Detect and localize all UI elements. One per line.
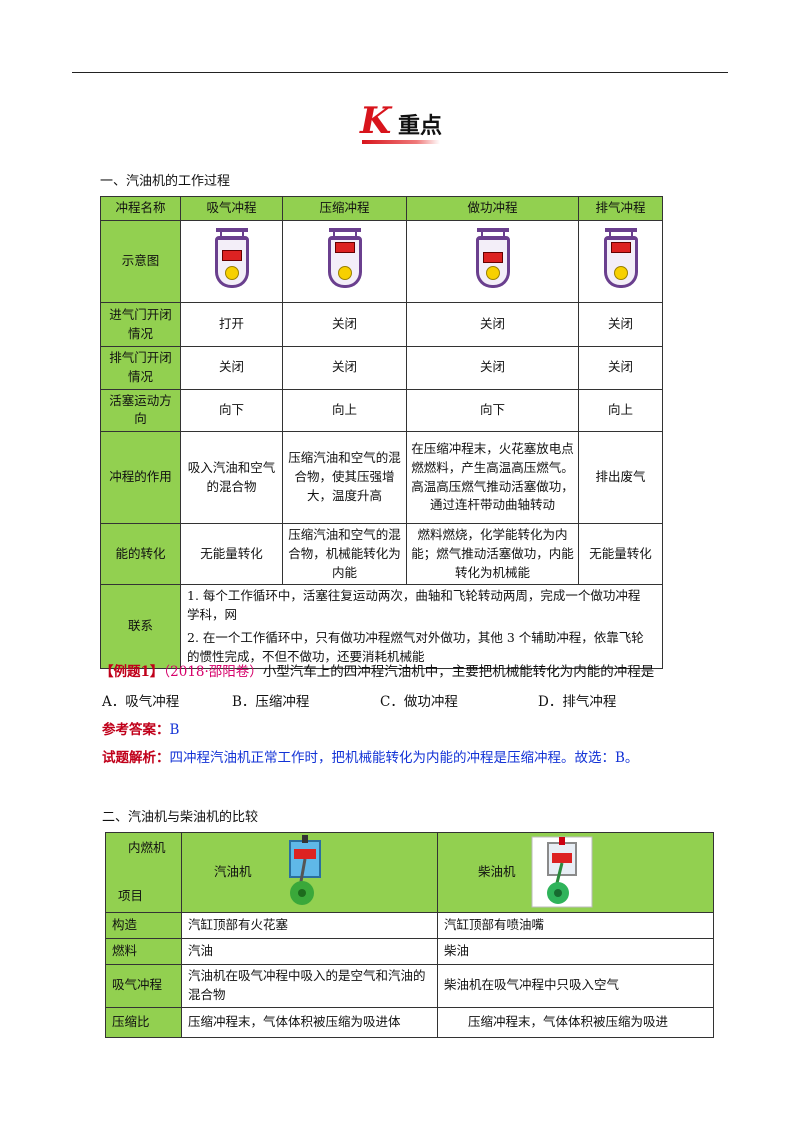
power-stroke-diagram bbox=[406, 220, 579, 303]
header-cell: 压缩冲程 bbox=[282, 196, 407, 221]
table-cell: 关闭 bbox=[578, 346, 663, 390]
table-header-row: 冲程名称 吸气冲程 压缩冲程 做功冲程 排气冲程 bbox=[100, 196, 663, 221]
header-cell: 冲程名称 bbox=[100, 196, 181, 221]
diesel-engine-icon bbox=[531, 836, 593, 908]
relation-text-1: 1. 每个工作循环中，活塞往复运动两次，曲轴和飞轮转动两周，完成一个做功冲程 学… bbox=[187, 588, 641, 622]
table-row: 吸气冲程 汽油机在吸气冲程中吸入的是空气和汽油的混合物 柴油机在吸气冲程中只吸入… bbox=[105, 964, 714, 1008]
table-row: 构造 汽缸顶部有火花塞 汽缸顶部有喷油嘴 bbox=[105, 912, 714, 939]
table-cell: 向下 bbox=[180, 388, 283, 432]
table-cell: 关闭 bbox=[578, 302, 663, 347]
table-cell: 无能量转化 bbox=[180, 522, 283, 586]
header-cell: 排气冲程 bbox=[578, 196, 663, 221]
table-row: 燃料 汽油 柴油 bbox=[105, 938, 714, 965]
top-rule bbox=[72, 72, 728, 73]
example-tag: 【例题1】 bbox=[100, 664, 164, 680]
table-cell: 关闭 bbox=[406, 346, 579, 390]
example-source: （2018·邵阳卷） bbox=[163, 664, 263, 680]
row-label: 构造 bbox=[105, 912, 182, 939]
intake-stroke-diagram bbox=[180, 220, 283, 303]
table-cell: 压缩汽油和空气的混合物，使其压强增大，温度升高 bbox=[282, 431, 407, 524]
row-label: 示意图 bbox=[100, 220, 181, 303]
gasoline-engine-icon bbox=[289, 835, 321, 905]
compression-stroke-diagram bbox=[282, 220, 407, 303]
option-b: B．压缩冲程 bbox=[232, 694, 310, 710]
row-label: 吸气冲程 bbox=[105, 964, 182, 1008]
corner-bottom-label: 项目 bbox=[118, 888, 144, 903]
table-cell: 吸入汽油和空气的混合物 bbox=[180, 431, 283, 524]
row-label: 进气门开闭情况 bbox=[100, 302, 181, 347]
diagram-row: 示意图 bbox=[100, 220, 663, 303]
table-cell: 压缩汽油和空气的混合物，机械能转化为内能 bbox=[282, 522, 407, 586]
key-points-heading: K 重点 bbox=[360, 100, 480, 150]
answer-value: B bbox=[169, 722, 180, 738]
analysis-text: 四冲程汽油机正常工作时，把机械能转化为内能的冲程是压缩冲程。故选：B。 bbox=[169, 750, 639, 766]
corner-top-label: 内燃机 bbox=[128, 840, 166, 855]
row-label: 联系 bbox=[100, 584, 181, 670]
answer-line: 参考答案：B bbox=[102, 718, 179, 738]
table-row: 能的转化 无能量转化 压缩汽油和空气的混合物，机械能转化为内能 燃料燃烧，化学能… bbox=[100, 522, 663, 586]
example-question-text: 小型汽车上的四冲程汽油机中，主要把机械能转化为内能的冲程是 bbox=[262, 664, 655, 680]
heading-text: 重点 bbox=[398, 114, 443, 139]
table-cell: 关闭 bbox=[282, 302, 407, 347]
table-cell: 压缩冲程末，气体体积被压缩为吸进 bbox=[437, 1006, 714, 1038]
option-c: C．做功冲程 bbox=[380, 694, 458, 710]
diesel-engine-header: 柴油机 bbox=[437, 832, 714, 913]
table-cell: 燃料燃烧，化学能转化为内能；燃气推动活塞做功，内能转化为机械能 bbox=[406, 522, 579, 586]
table-cell: 汽缸顶部有火花塞 bbox=[181, 912, 438, 939]
relation-cell: 1. 每个工作循环中，活塞往复运动两次，曲轴和飞轮转动两周，完成一个做功冲程 学… bbox=[180, 584, 663, 670]
analysis-line: 试题解析：四冲程汽油机正常工作时，把机械能转化为内能的冲程是压缩冲程。故选：B。 bbox=[102, 746, 638, 766]
header-cell: 做功冲程 bbox=[406, 196, 579, 221]
table-cell: 柴油 bbox=[437, 938, 714, 965]
relation-text-2: 2. 在一个工作循环中，只有做功冲程燃气对外做功，其他 3 个辅助冲程，依靠飞轮… bbox=[187, 629, 644, 664]
gasoline-engine-header: 汽油机 bbox=[181, 832, 438, 913]
table-row: 进气门开闭情况 打开 关闭 关闭 关闭 bbox=[100, 302, 663, 347]
option-d: D．排气冲程 bbox=[538, 694, 617, 710]
corner-cell: 内燃机 项目 bbox=[105, 832, 182, 913]
row-label: 活塞运动方向 bbox=[100, 388, 181, 432]
table-row: 排气门开闭情况 关闭 关闭 关闭 关闭 bbox=[100, 346, 663, 390]
table-cell: 向上 bbox=[578, 388, 663, 432]
table-row: 压缩比 压缩冲程末，气体体积被压缩为吸进体 压缩冲程末，气体体积被压缩为吸进 bbox=[105, 1006, 714, 1038]
comparison-header-row: 内燃机 项目 汽油机 柴油机 bbox=[105, 832, 714, 913]
table-cell: 关闭 bbox=[282, 346, 407, 390]
table-cell: 在压缩冲程末，火花塞放电点燃燃料，产生高温高压燃气。高温高压燃气推动活塞做功，通… bbox=[406, 431, 579, 524]
row-label: 燃料 bbox=[105, 938, 182, 965]
analysis-label: 试题解析： bbox=[102, 750, 170, 766]
gasoline-engine-process-table: 冲程名称 吸气冲程 压缩冲程 做功冲程 排气冲程 示意图 进气门开闭情况 打开 … bbox=[100, 196, 663, 670]
table-cell: 汽油机在吸气冲程中吸入的是空气和汽油的混合物 bbox=[181, 964, 438, 1008]
exhaust-stroke-diagram bbox=[578, 220, 663, 303]
example-question: 【例题1】（2018·邵阳卷）小型汽车上的四冲程汽油机中，主要把机械能转化为内能… bbox=[100, 660, 654, 680]
row-label: 能的转化 bbox=[100, 522, 181, 586]
heading-letter: K bbox=[360, 100, 392, 142]
row-label: 冲程的作用 bbox=[100, 431, 181, 524]
table-cell: 汽油 bbox=[181, 938, 438, 965]
table-cell: 无能量转化 bbox=[578, 522, 663, 586]
section2-title: 二、汽油机与柴油机的比较 bbox=[102, 810, 259, 825]
table-cell: 柴油机在吸气冲程中只吸入空气 bbox=[437, 964, 714, 1008]
header-cell: 吸气冲程 bbox=[180, 196, 283, 221]
gasoline-engine-label: 汽油机 bbox=[214, 864, 252, 879]
table-row: 活塞运动方向 向下 向上 向下 向上 bbox=[100, 388, 663, 432]
table-cell: 向下 bbox=[406, 388, 579, 432]
table-row: 冲程的作用 吸入汽油和空气的混合物 压缩汽油和空气的混合物，使其压强增大，温度升… bbox=[100, 431, 663, 524]
table-cell: 向上 bbox=[282, 388, 407, 432]
section1-title: 一、汽油机的工作过程 bbox=[100, 174, 231, 189]
table-cell: 压缩冲程末，气体体积被压缩为吸进体 bbox=[181, 1006, 438, 1038]
relation-row: 联系 1. 每个工作循环中，活塞往复运动两次，曲轴和飞轮转动两周，完成一个做功冲… bbox=[100, 584, 663, 670]
heading-underline bbox=[362, 140, 440, 144]
engine-comparison-table: 内燃机 项目 汽油机 柴油机 bbox=[105, 832, 714, 1038]
row-label: 排气门开闭情况 bbox=[100, 346, 181, 390]
diesel-engine-label: 柴油机 bbox=[478, 864, 516, 879]
table-cell: 排出废气 bbox=[578, 431, 663, 524]
table-cell: 关闭 bbox=[180, 346, 283, 390]
answer-label: 参考答案： bbox=[102, 722, 170, 738]
option-a: A．吸气冲程 bbox=[102, 694, 180, 710]
table-cell: 打开 bbox=[180, 302, 283, 347]
table-cell: 汽缸顶部有喷油嘴 bbox=[437, 912, 714, 939]
row-label: 压缩比 bbox=[105, 1006, 182, 1038]
table-cell: 关闭 bbox=[406, 302, 579, 347]
